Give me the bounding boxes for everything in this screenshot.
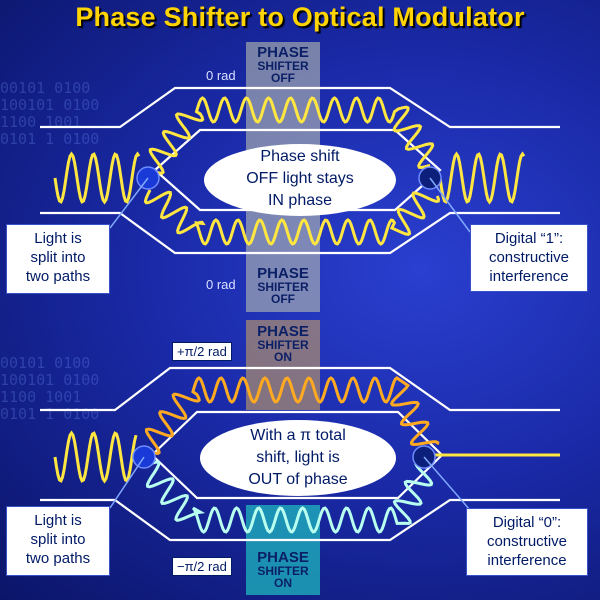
bottom-center-text: With a π total shift, light is OUT of ph… (208, 425, 388, 491)
shifter-line3: OFF (271, 71, 295, 85)
bottom-outer-lower-waveguide (40, 498, 560, 542)
bottom-upper-arm-wave (145, 376, 440, 455)
callout-line: split into (30, 249, 86, 266)
bottom-outer-upper-waveguide (40, 366, 560, 412)
center-line: With a π total (250, 427, 346, 444)
bottom-center-ellipse (200, 420, 396, 496)
top-lower-rad-label: 0 rad (206, 277, 236, 292)
top-upper-arm-wave (148, 96, 435, 175)
top-waveguides (40, 86, 560, 255)
top-inner-waveguide (153, 128, 442, 212)
bottom-right-callout-line (423, 456, 471, 511)
callout-line: split into (30, 531, 86, 548)
center-line: IN phase (267, 192, 333, 209)
top-upper-shifter-label: PHASE SHIFTER OFF (246, 45, 320, 84)
shifter-line1: PHASE (257, 549, 309, 566)
shifter-line2: SHIFTER (257, 564, 309, 578)
top-right-callout-line (429, 177, 471, 233)
top-center-text: Phase shift OFF light stays IN phase (210, 146, 390, 212)
top-center-ellipse (204, 144, 396, 216)
top-upper-rad-label: 0 rad (206, 68, 236, 83)
shifter-line3: ON (274, 576, 292, 590)
shifter-line1: PHASE (257, 323, 309, 340)
center-line: OFF light stays (246, 170, 354, 187)
bottom-left-callout: Light is split into two paths (6, 506, 110, 576)
shifter-line2: SHIFTER (257, 59, 309, 73)
background-binary-top: 00101 0100 100101 0100 1100 1001 0101 1 … (0, 79, 100, 148)
slide-title: Phase Shifter to Optical Modulator (75, 2, 525, 32)
callout-line: Light is (34, 512, 82, 529)
top-outer-upper-waveguide (40, 86, 560, 129)
bottom-lower-arm-wave (145, 460, 434, 534)
bottom-modulator (40, 320, 560, 595)
callout-line: interference (487, 552, 567, 569)
top-left-callout-line (109, 177, 149, 229)
bottom-lower-rad-label: −π/2 rad (172, 557, 232, 576)
top-outer-lower-waveguide (40, 211, 560, 255)
center-line: shift, light is (256, 449, 340, 466)
callout-line: two paths (25, 268, 91, 285)
center-line: Phase shift (260, 148, 340, 165)
shifter-line2: SHIFTER (257, 280, 309, 294)
top-lower-arm-wave (143, 189, 441, 246)
callout-line: constructive (488, 249, 570, 266)
callout-line: Digital “1”: (494, 230, 564, 247)
top-right-callout: Digital “1”: constructive interference (470, 224, 588, 292)
callout-line: Digital “0”: (492, 514, 562, 531)
bottom-input-wave (53, 430, 138, 484)
center-line: OUT of phase (248, 471, 348, 488)
top-left-callout: Light is split into two paths (6, 224, 110, 294)
shifter-line2: SHIFTER (257, 338, 309, 352)
callout-line: two paths (25, 550, 91, 567)
shifter-line3: OFF (271, 292, 295, 306)
callout-line: constructive (486, 533, 568, 550)
bottom-right-callout: Digital “0”: constructive interference (466, 508, 588, 576)
bottom-lower-shifter-label: PHASE SHIFTER ON (246, 550, 320, 589)
top-input-wave (53, 151, 141, 205)
top-lower-shifter-label: PHASE SHIFTER OFF (246, 266, 320, 305)
callout-line: interference (489, 268, 569, 285)
shifter-line1: PHASE (257, 265, 309, 282)
bottom-left-callout-line (109, 456, 145, 509)
callout-line: Light is (34, 230, 82, 247)
shifter-line1: PHASE (257, 44, 309, 61)
top-output-wave (438, 151, 526, 205)
top-modulator (40, 42, 560, 312)
bottom-upper-shifter-label: PHASE SHIFTER ON (246, 324, 320, 363)
shifter-line3: ON (274, 350, 292, 364)
bottom-upper-rad-label: +π/2 rad (172, 342, 232, 361)
